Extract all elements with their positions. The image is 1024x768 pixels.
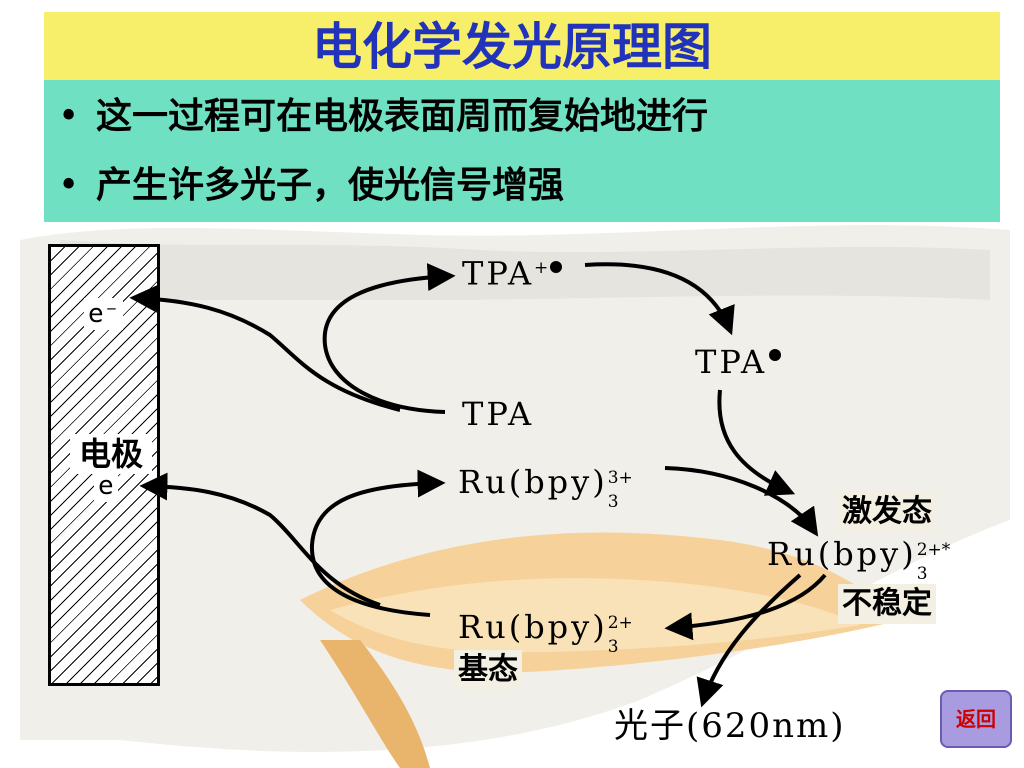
arrow-excited-to-photon xyxy=(696,573,802,708)
bullet-text: 这一过程可在电极表面周而复始地进行 xyxy=(96,95,709,137)
ru2-ground-charge: 2+ xyxy=(607,613,633,633)
tpa-cation-text: TPA xyxy=(462,254,535,293)
ru2-ground-subscript: 3 xyxy=(607,637,619,657)
radical-dot-icon xyxy=(550,261,563,273)
tpa-cation-charge: + xyxy=(534,258,549,278)
photon-label: 光子(620nm) xyxy=(614,706,846,746)
arrow-tpa-to-cation xyxy=(322,263,456,414)
electron-label-bottom: e xyxy=(94,470,118,502)
electrode-label: 电极 xyxy=(70,434,152,474)
ru3-label: Ru(bpy)3+ 3 xyxy=(458,462,642,512)
arrow-electron-to-electrode-bottom xyxy=(139,472,381,607)
tpa-cation-label: TPA+ xyxy=(462,248,563,294)
arrow-ru2-to-ru3 xyxy=(309,469,446,617)
tpa-radical-label: TPA xyxy=(695,342,782,382)
arrow-ru3-to-excited xyxy=(664,466,819,537)
back-button[interactable]: 返回 xyxy=(940,690,1012,748)
tpa-radical-text: TPA xyxy=(695,343,768,381)
arrow-cation-to-radical xyxy=(584,262,735,336)
bullet-dot: • xyxy=(58,165,80,206)
ru2-ground-text: Ru(bpy) xyxy=(458,608,608,646)
bullet-text: 产生许多光子，使光信号增强 xyxy=(96,164,565,206)
bullet-item: • 产生许多光子，使光信号增强 xyxy=(58,155,564,215)
bullet-band xyxy=(44,80,1000,222)
unstable-label: 不稳定 xyxy=(838,584,936,624)
arrow-excited-to-ground xyxy=(664,573,827,641)
bullet-dot: • xyxy=(58,96,80,137)
arrow-electron-to-electrode-top xyxy=(129,284,401,412)
ru3-text: Ru(bpy) xyxy=(458,463,608,501)
ru2-ground-label: Ru(bpy)2+ 3 xyxy=(458,607,642,657)
ground-state-label: 基态 xyxy=(454,650,522,690)
ru2-excited-text: Ru(bpy) xyxy=(767,535,917,573)
ru2-excited-label: Ru(bpy)2+* 3 xyxy=(767,534,967,584)
arrow-radical-to-excited xyxy=(717,389,796,496)
ru2-excited-charge: 2+* xyxy=(916,540,951,560)
radical-dot-icon xyxy=(769,349,782,362)
ru2-excited-subscript: 3 xyxy=(916,564,928,584)
ru3-charge: 3+ xyxy=(607,468,633,488)
ru3-subscript: 3 xyxy=(607,492,619,512)
page-title: 电化学发光原理图 xyxy=(312,17,712,76)
tpa-label: TPA xyxy=(462,395,535,433)
excited-state-label: 激发态 xyxy=(838,492,936,532)
title-band xyxy=(44,12,1000,80)
electron-label-top: e⁻ xyxy=(84,298,124,330)
bullet-item: • 这一过程可在电极表面周而复始地进行 xyxy=(58,86,708,146)
